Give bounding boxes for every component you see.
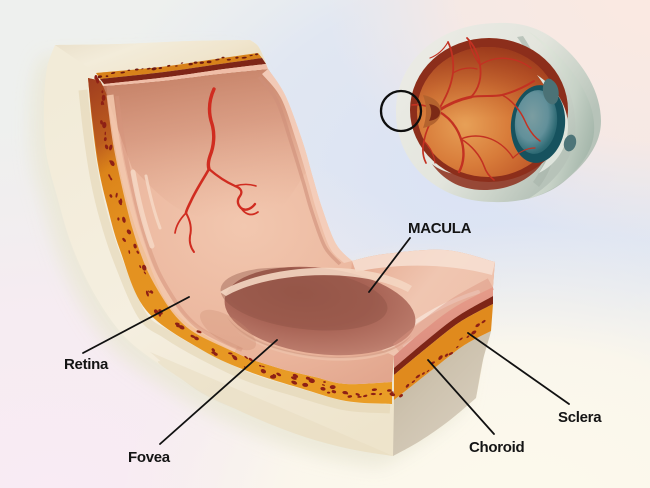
svg-text:Fovea: Fovea — [128, 449, 171, 466]
svg-text:Retina: Retina — [64, 356, 109, 373]
svg-text:MACULA: MACULA — [408, 220, 472, 237]
svg-text:Choroid: Choroid — [469, 439, 525, 456]
svg-text:Sclera: Sclera — [558, 409, 602, 426]
